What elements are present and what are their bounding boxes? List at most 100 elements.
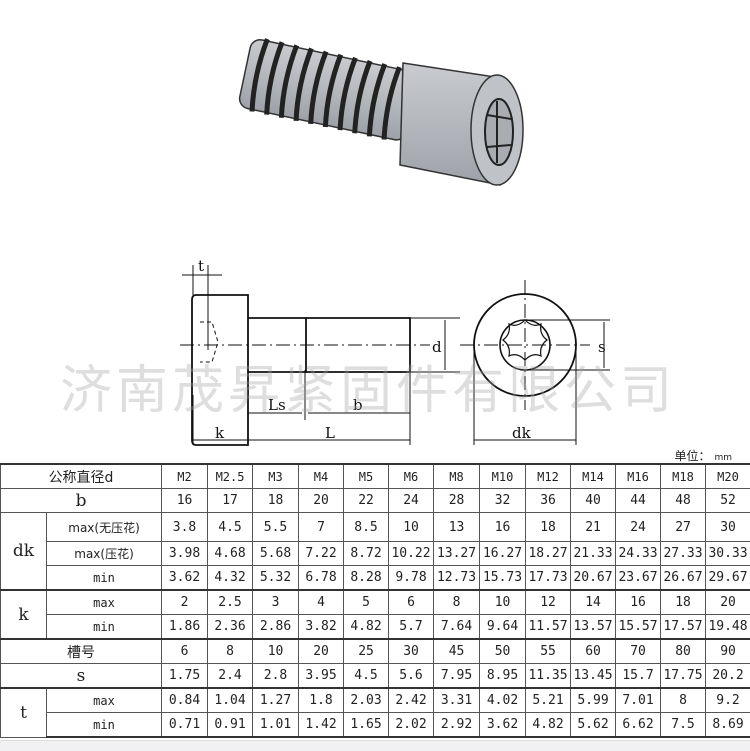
value-cell: 29.67 [706,566,750,591]
value-cell: M10 [480,464,526,489]
value-cell: 4.82 [344,615,389,640]
value-cell: 3.82 [299,615,344,640]
value-cell: 1.04 [208,688,253,713]
label-t: t [198,257,204,275]
row-label-s: s [1,664,162,689]
value-cell: 2.5 [208,590,253,615]
value-cell: 45 [434,639,480,664]
value-cell: 17 [208,489,253,513]
value-cell: 9.2 [706,688,750,713]
row-label: min [47,566,162,591]
value-cell: 14 [571,590,616,615]
value-cell: 2.4 [208,664,253,689]
value-cell: 60 [571,639,616,664]
value-cell: 4.68 [208,542,253,566]
value-cell: 17.75 [661,664,706,689]
unit-label: 单位：mm [674,447,732,464]
value-cell: 13.45 [571,664,616,689]
value-cell: 10 [389,513,434,542]
value-cell: 44 [616,489,661,513]
value-cell: M2.5 [208,464,253,489]
value-cell: 5.6 [389,664,434,689]
value-cell: 8.28 [344,566,389,591]
value-cell: 22 [344,489,389,513]
value-cell: M2 [162,464,208,489]
value-cell: 15.7 [616,664,661,689]
value-cell: 5.68 [253,542,299,566]
value-cell: 70 [616,639,661,664]
value-cell: 11.35 [526,664,571,689]
value-cell: 24 [389,489,434,513]
value-cell: 1.86 [162,615,208,640]
value-cell: 4.02 [480,688,526,713]
value-cell: 8.69 [706,713,750,738]
value-cell: 11.57 [526,615,571,640]
value-cell: 21.33 [571,542,616,566]
value-cell: M12 [526,464,571,489]
label-dk: dk [512,424,532,442]
value-cell: 16 [616,590,661,615]
value-cell: 2.02 [389,713,434,738]
value-cell: 4 [299,590,344,615]
value-cell: 5.5 [253,513,299,542]
row-group-k: k [1,590,47,639]
value-cell: 6.78 [299,566,344,591]
value-cell: 20 [299,489,344,513]
value-cell: M16 [616,464,661,489]
value-cell: 24.33 [616,542,661,566]
value-cell: 10 [480,590,526,615]
label-k: k [215,424,225,442]
value-cell: 4.5 [208,513,253,542]
value-cell: 3.31 [434,688,480,713]
value-cell: 13.27 [434,542,480,566]
value-cell: 16.27 [480,542,526,566]
value-cell: 52 [706,489,750,513]
value-cell: 4.32 [208,566,253,591]
value-cell: 1.01 [253,713,299,738]
value-cell: M18 [661,464,706,489]
value-cell: 0.71 [162,713,208,738]
value-cell: 18 [526,513,571,542]
value-cell: 26.67 [661,566,706,591]
value-cell: 1.27 [253,688,299,713]
value-cell: 13 [434,513,480,542]
value-cell: M5 [344,464,389,489]
value-cell: 30.33 [706,542,750,566]
value-cell: 9.78 [389,566,434,591]
value-cell: 5.99 [571,688,616,713]
value-cell: 2.03 [344,688,389,713]
value-cell: 2.86 [253,615,299,640]
value-cell: 1.8 [299,688,344,713]
value-cell: 0.91 [208,713,253,738]
value-cell: 16 [162,489,208,513]
value-cell: 25 [344,639,389,664]
value-cell: 17.73 [526,566,571,591]
value-cell: 27.33 [661,542,706,566]
value-cell: 28 [434,489,480,513]
value-cell: 32 [480,489,526,513]
value-cell: 1.42 [299,713,344,738]
value-cell: M4 [299,464,344,489]
value-cell: 2.42 [389,688,434,713]
row-group-t: t [1,688,47,737]
value-cell: 20 [706,590,750,615]
value-cell: 3.8 [162,513,208,542]
value-cell: 5.21 [526,688,571,713]
value-cell: 8.72 [344,542,389,566]
value-cell: 23.67 [616,566,661,591]
value-cell: 90 [706,639,750,664]
value-cell: 40 [571,489,616,513]
value-cell: 15.73 [480,566,526,591]
row-label-b: b [1,489,162,513]
value-cell: 2.92 [434,713,480,738]
value-cell: 50 [480,639,526,664]
value-cell: 24 [616,513,661,542]
row-label: min [47,615,162,640]
